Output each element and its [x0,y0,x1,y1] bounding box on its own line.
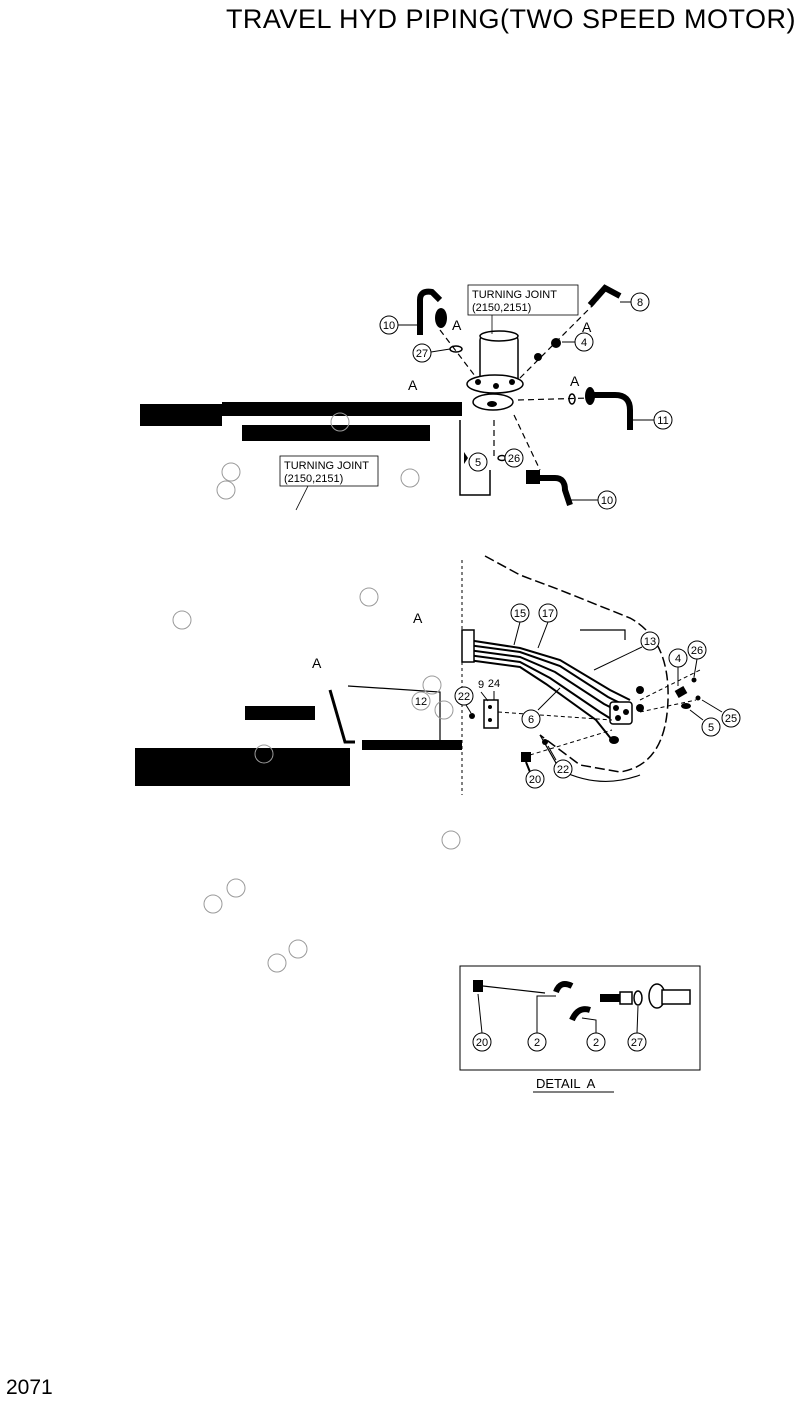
frame-bar-left [140,404,222,426]
callout-6: 6 [521,687,561,729]
marker-a: A [582,319,592,335]
callout-24: 24 [488,678,500,700]
turning-joint-label-top: TURNING JOINT (2150,2151) [467,284,579,334]
svg-text:17: 17 [542,608,554,620]
svg-text:20: 20 [529,774,541,786]
pipe-part-8 [587,284,622,307]
callout-4-upper: 4 [562,332,594,352]
turning-joint-top-line1: TURNING JOINT [472,289,557,301]
turning-joint-left-line2: (2150,2151) [284,473,343,485]
turning-joint-label-left: TURNING JOINT (2150,2151) [279,455,379,511]
lower-assembly [135,555,701,795]
callout-5-lower: 5 [689,709,721,737]
callout-10-bottom: 10 [570,490,617,510]
svg-text:4: 4 [581,337,587,349]
svg-text:11: 11 [657,415,668,427]
detail-callout-20: 20 [472,993,492,1052]
callouts-lower: 15 17 13 4 26 12 9 24 22 6 5 25 20 22 [411,603,741,789]
detail-callout-2a: 2 [527,995,556,1052]
upper-assembly [140,284,633,506]
marker-a: A [413,610,423,626]
svg-text:4: 4 [675,653,681,665]
detail-callout-27: 27 [627,1005,647,1052]
svg-text:12: 12 [415,696,427,708]
marker-a: A [452,317,462,333]
frame-bar-lower [242,425,430,441]
svg-text:9: 9 [478,679,484,691]
marker-a: A [312,655,322,671]
callouts-upper: 10 27 8 4 11 5 26 10 [379,292,673,510]
callout-5-upper: 5 [468,452,488,472]
pipe-part-10-top [417,288,443,335]
turning-joint-left-line1: TURNING JOINT [284,460,369,472]
callout-26-upper: 26 [504,448,524,468]
marker-a: A [408,377,418,393]
svg-text:26: 26 [508,453,520,465]
svg-text:10: 10 [601,495,613,507]
svg-text:27: 27 [416,348,428,360]
svg-text:2: 2 [593,1037,599,1049]
svg-text:5: 5 [475,457,481,469]
svg-text:6: 6 [528,714,534,726]
svg-text:13: 13 [644,636,656,648]
callout-9: 9 [478,679,489,702]
svg-text:20: 20 [476,1037,488,1049]
turning-joint-top-line2: (2150,2151) [472,302,531,314]
page-title: TRAVEL HYD PIPING(TWO SPEED MOTOR) [225,4,796,34]
callout-12: 12 [411,691,431,711]
pipe-part-10-bottom [530,475,573,506]
callout-17: 17 [537,603,558,649]
svg-text:8: 8 [637,297,643,309]
callout-20-lower: 20 [525,769,545,789]
svg-text:26: 26 [691,645,703,657]
svg-text:10: 10 [383,320,395,332]
callout-27: 27 [412,343,451,363]
callout-22-upper: 22 [454,686,474,714]
svg-text:2: 2 [534,1037,540,1049]
svg-text:27: 27 [631,1037,643,1049]
callout-25: 25 [701,699,741,728]
callout-8: 8 [620,292,650,312]
callout-15: 15 [510,603,530,646]
frame-bar-top [222,402,462,416]
callout-22-lower: 22 [547,745,573,779]
detail-caption: DETAIL A [536,1076,596,1091]
callout-13: 13 [593,631,660,671]
callout-11: 11 [632,410,673,430]
marker-a: A [570,373,580,389]
svg-text:24: 24 [488,678,500,690]
callout-4-lower: 4 [668,648,688,686]
svg-text:22: 22 [458,691,470,703]
turning-joint-part [466,330,524,411]
pipe-part-11 [590,392,633,430]
page-number: 2071 [6,1376,53,1399]
detail-a-box: 20 2 2 27 [459,965,701,1071]
svg-text:25: 25 [725,713,737,725]
svg-text:15: 15 [514,608,526,620]
svg-text:5: 5 [708,722,714,734]
callout-26-lower: 26 [687,640,707,678]
callout-10-top: 10 [379,315,418,335]
svg-text:22: 22 [557,764,569,776]
detail-callout-2b: 2 [581,1017,606,1052]
